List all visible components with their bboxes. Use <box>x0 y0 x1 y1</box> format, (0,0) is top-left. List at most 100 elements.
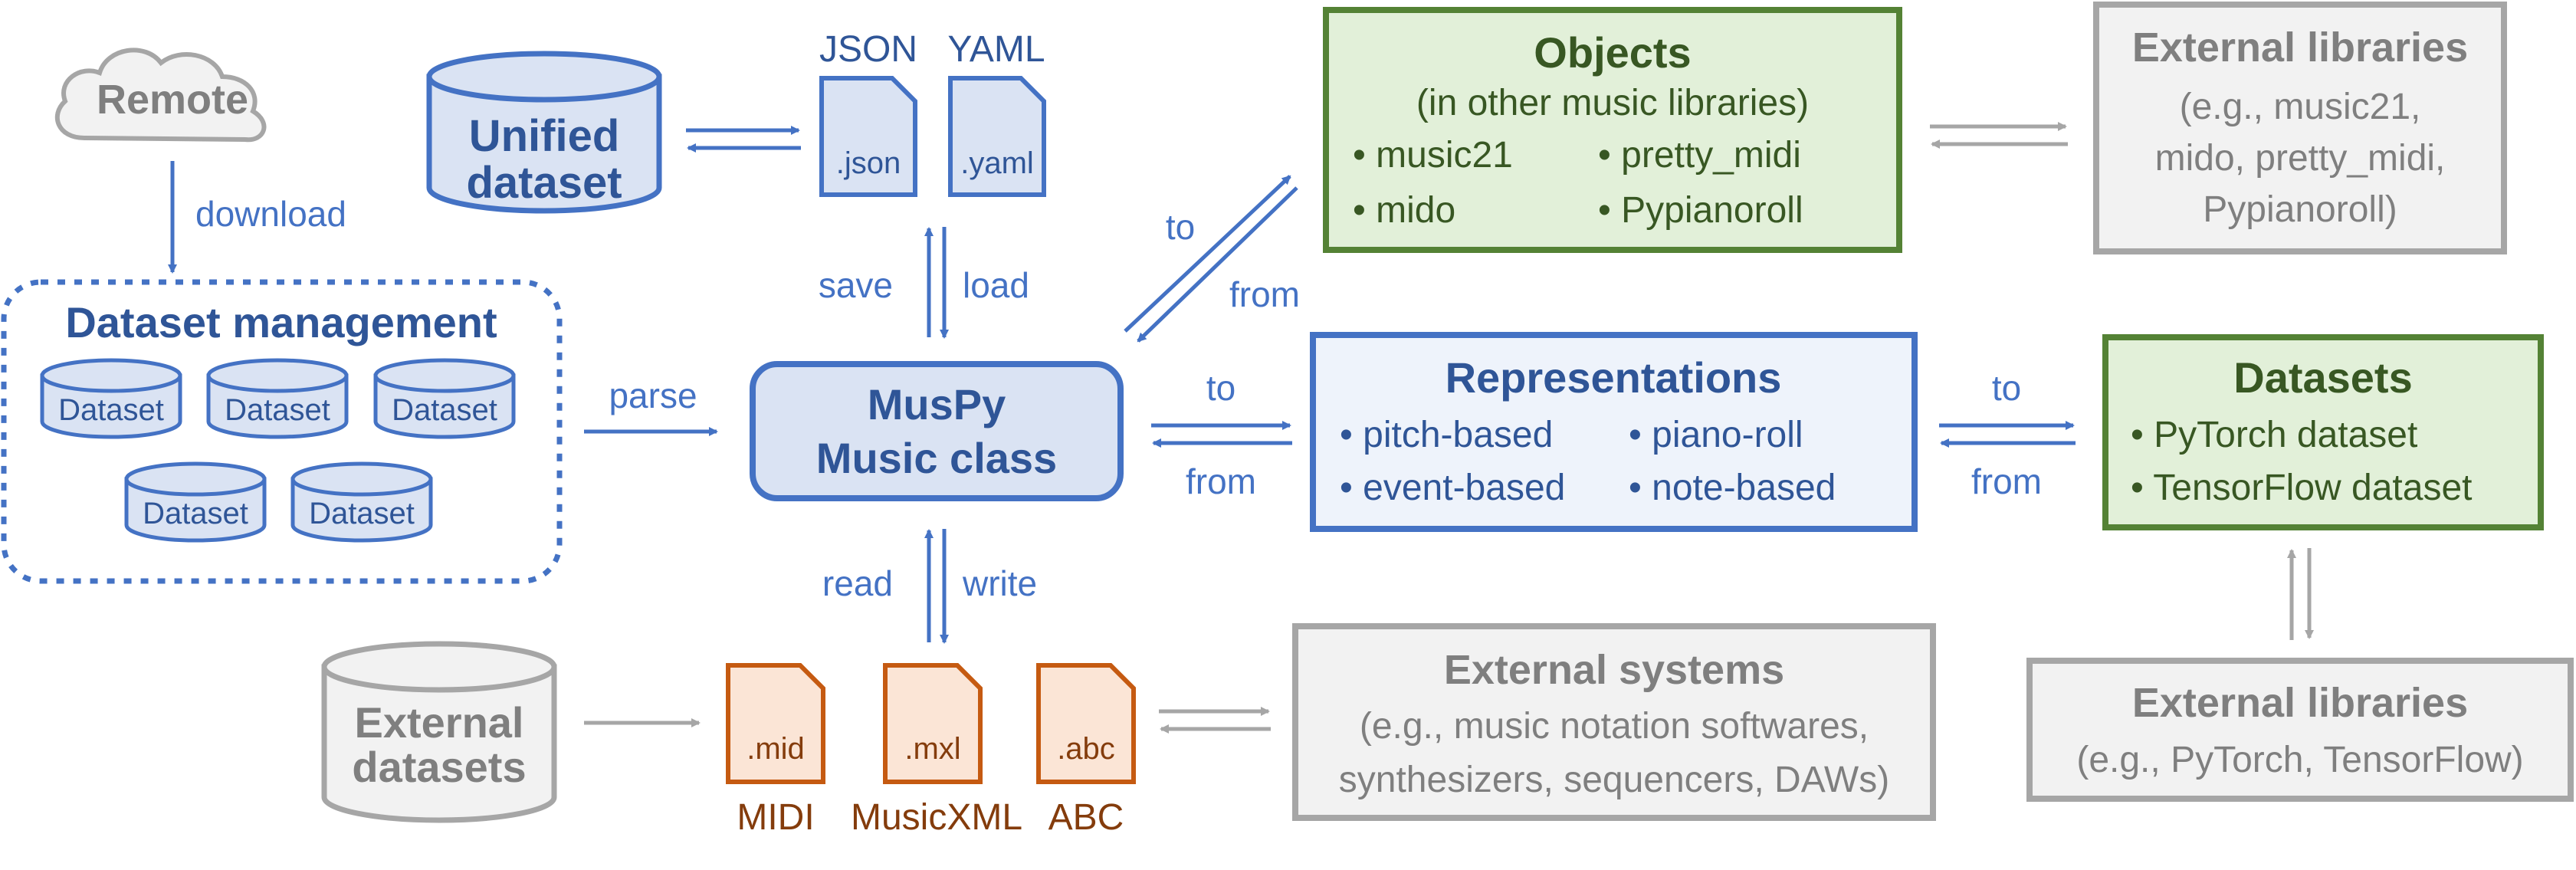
external-systems-node: External systems (e.g., music notation s… <box>1292 623 1936 821</box>
write-label: write <box>962 563 1037 603</box>
representations-item: • pitch-based <box>1340 415 1553 455</box>
datasets-box <box>2102 334 2544 530</box>
music-class-line1: MusPy <box>868 380 1006 428</box>
dataset-cylinder-label: Dataset <box>58 393 164 427</box>
cloud-icon <box>54 48 267 143</box>
midi-file-icon <box>726 663 825 784</box>
objects-item: • pretty_midi <box>1598 135 1801 176</box>
external-systems-box <box>1292 623 1936 821</box>
dataset-cylinder-body <box>206 373 349 439</box>
external-libraries-top-line: (e.g., music21, <box>2180 87 2421 127</box>
unified-dataset-line1: Unified <box>469 111 620 161</box>
unified-dataset-body <box>426 74 662 214</box>
unified-dataset-cylinder: Unified dataset <box>426 51 662 214</box>
datasets-item: • PyTorch dataset <box>2131 415 2417 455</box>
external-libraries-bottom-line: (e.g., PyTorch, TensorFlow) <box>2076 740 2523 780</box>
dataset-cylinder-top <box>290 461 433 497</box>
musicxml-file: .mxl MusicXML <box>851 663 1022 838</box>
external-libraries-bottom-node: External libraries (e.g., PyTorch, Tenso… <box>2026 658 2574 802</box>
load-label: load <box>963 265 1029 305</box>
abc-file-icon <box>1036 663 1136 784</box>
objects-subtitle: (in other music libraries) <box>1416 83 1809 123</box>
dataset-cylinder: Dataset <box>206 358 349 439</box>
dataset-cylinder: Dataset <box>124 461 267 543</box>
dataset-cylinder-label: Dataset <box>309 497 415 530</box>
dataset-management-title: Dataset management <box>65 298 497 346</box>
read-label: read <box>822 563 893 603</box>
external-libraries-top-line: Pypianoroll) <box>2203 189 2397 230</box>
external-datasets-top <box>321 641 557 693</box>
musicxml-label: MusicXML <box>851 797 1022 838</box>
save-label: save <box>819 265 893 305</box>
dataset-cylinder-top <box>124 461 267 497</box>
external-datasets-cylinder: External datasets <box>321 641 557 823</box>
musicxml-ext: .mxl <box>904 732 960 766</box>
representations-box <box>1310 332 1918 532</box>
external-libraries-top-node: External libraries (e.g., music21, mido,… <box>2093 2 2507 254</box>
midi-ext: .mid <box>747 732 805 766</box>
objects-box <box>1323 7 1902 253</box>
musicxml-file-icon <box>883 663 983 784</box>
dataset-cylinder-body <box>373 373 516 439</box>
representations-item: • note-based <box>1629 468 1836 508</box>
json-label: JSON <box>819 29 917 70</box>
bottom-file-format-list: .mid MIDI .mxl MusicXML .abc ABC <box>726 663 1136 838</box>
midi-file: .mid MIDI <box>726 663 825 838</box>
external-libraries-bottom-box <box>2026 658 2574 802</box>
json-ext: .json <box>836 146 901 180</box>
dataset-cylinder-top <box>373 358 516 393</box>
dataset-cylinder-label: Dataset <box>225 393 330 427</box>
datasets-title: Datasets <box>2233 353 2412 402</box>
dataset-cylinder-body <box>290 477 433 543</box>
dataset-cylinder: Dataset <box>40 358 182 439</box>
datasets-item: • TensorFlow dataset <box>2131 468 2472 508</box>
dataset-cylinder-label: Dataset <box>392 393 497 427</box>
yaml-file-icon <box>948 76 1046 197</box>
representations-node: Representations • pitch-based • piano-ro… <box>1310 332 1918 532</box>
objects-item: • mido <box>1353 190 1455 231</box>
top-file-format-list: JSON .json YAML .yaml <box>819 29 1046 197</box>
parse-label: parse <box>609 376 697 415</box>
dataset-cylinder-body <box>124 477 267 543</box>
to-objects-label: to <box>1166 207 1195 247</box>
remote-label: Remote <box>97 77 248 123</box>
external-libraries-bottom-title: External libraries <box>2132 680 2468 726</box>
dataset-cylinder-top <box>40 358 182 393</box>
from-representations-label: from <box>1186 461 1256 501</box>
to-datasets-label: to <box>1992 368 2021 408</box>
midi-label: MIDI <box>737 797 814 838</box>
dataset-cylinder: Dataset <box>290 461 433 543</box>
yaml-label: YAML <box>947 29 1045 70</box>
external-datasets-line2: datasets <box>352 743 526 791</box>
dataset-cylinder-top <box>206 358 349 393</box>
dataset-cylinder-body <box>40 373 182 439</box>
music-class-node: MusPy Music class <box>750 361 1124 501</box>
unified-dataset-top <box>426 51 662 103</box>
external-libraries-top-box <box>2093 2 2507 254</box>
external-systems-line: (e.g., music notation softwares, <box>1360 706 1869 747</box>
from-datasets-label: from <box>1971 461 2042 501</box>
from-objects-arrow <box>1137 186 1298 343</box>
objects-node: Objects (in other music libraries) • mus… <box>1323 7 1902 253</box>
music-class-line2: Music class <box>816 434 1057 482</box>
unified-dataset-line2: dataset <box>466 158 622 208</box>
representations-item: • piano-roll <box>1629 415 1803 455</box>
json-file: JSON .json <box>819 29 917 197</box>
dataset-cylinder: Dataset <box>373 358 516 439</box>
to-objects-arrow <box>1124 175 1291 333</box>
music-class-box <box>750 361 1124 501</box>
abc-ext: .abc <box>1057 732 1115 766</box>
objects-item: • Pypianoroll <box>1598 190 1803 231</box>
external-datasets-body <box>321 664 557 823</box>
objects-item: • music21 <box>1353 135 1513 176</box>
yaml-ext: .yaml <box>960 146 1034 180</box>
datasets-node: Datasets • PyTorch dataset • TensorFlow … <box>2102 334 2544 530</box>
representations-title: Representations <box>1446 353 1782 402</box>
yaml-file: YAML .yaml <box>947 29 1046 197</box>
remote-node: Remote <box>54 48 267 143</box>
abc-file: .abc ABC <box>1036 663 1136 838</box>
dataset-cylinder-label: Dataset <box>143 497 248 530</box>
